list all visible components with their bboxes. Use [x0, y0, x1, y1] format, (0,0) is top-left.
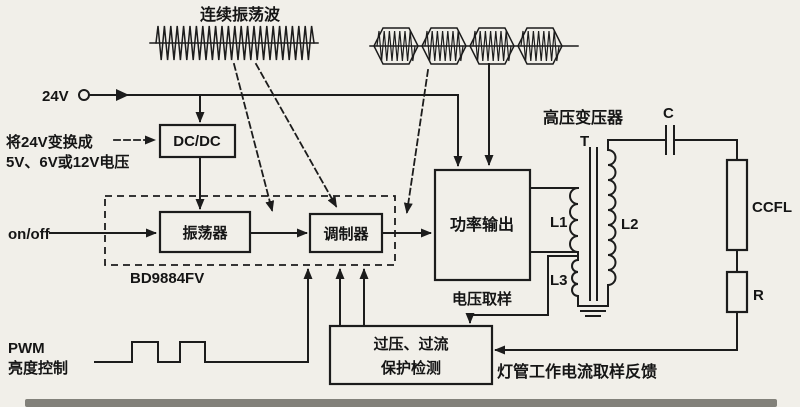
wire-secondary-top: [607, 139, 667, 151]
supply-terminal-icon: [78, 89, 90, 101]
core-t-label: T: [580, 133, 589, 150]
continuous-wave-label: 连续振荡波: [200, 5, 281, 24]
pwm-label: PWM: [8, 340, 45, 357]
modulated-wave-envelopes: [373, 27, 563, 65]
dcdc-block: [158, 123, 237, 159]
brightness-label: 亮度控制: [8, 359, 68, 377]
dashed-arrow-wave-to-modulator: [254, 62, 338, 208]
voltage-sample-label: 电压取样: [452, 290, 512, 308]
rail-arrow-icon: [116, 89, 129, 101]
l2-label: L2: [621, 216, 639, 233]
capacitor-plates-icon: [665, 125, 675, 155]
bd9884fv-chip-outline: [104, 195, 396, 266]
dashed-arrow-packets-to-power-wire: [403, 68, 430, 214]
protection-label-line1: 过压、过流: [373, 335, 448, 353]
convert-note-line2: 5V、6V或12V电压: [6, 153, 129, 171]
protection-block: [328, 324, 494, 386]
secondary-winding-l2: [606, 148, 617, 287]
current-feedback-label: 灯管工作电流取样反馈: [497, 362, 657, 381]
ccfl-lamp-symbol: [725, 158, 749, 252]
power-output-block: [433, 168, 532, 282]
wire-cap-to-lamp: [673, 139, 738, 161]
l3-label: L3: [550, 272, 568, 289]
wire-voltage-sample: [465, 255, 579, 324]
hv-transformer-label: 高压变压器: [543, 108, 624, 127]
oscillator-label: 振荡器: [182, 224, 228, 242]
chip-name-label: BD9884FV: [130, 270, 204, 287]
wire-24v-rail: [88, 94, 463, 167]
onoff-label: on/off: [8, 226, 51, 243]
modulator-label: 调制器: [323, 225, 369, 243]
scan-edge-artifact: [25, 399, 777, 407]
aux-winding-l3: [571, 258, 580, 298]
primary-winding-l1: [569, 186, 580, 254]
ground-icon: [577, 305, 609, 317]
continuous-oscillation-waveform: [155, 25, 315, 61]
oscillator-block: [158, 210, 252, 254]
capacitor-label: C: [663, 105, 674, 122]
supply-24v-label: 24V: [42, 88, 69, 105]
modulated-wave-fill: [376, 30, 560, 62]
sense-resistor-symbol: [725, 270, 749, 314]
protection-label-line2: 保护检测: [380, 359, 441, 377]
resistor-label: R: [753, 287, 764, 304]
ccfl-label: CCFL: [752, 199, 792, 216]
dcdc-label: DC/DC: [173, 133, 221, 150]
wire-current-feedback: [494, 311, 738, 355]
convert-note-line1: 将24V变换成: [6, 133, 93, 151]
l1-label: L1: [550, 214, 568, 231]
power-output-label: 功率输出: [450, 215, 514, 234]
dashed-arrow-wave-to-osc-wire: [232, 62, 275, 212]
modulator-block: [308, 212, 384, 254]
pwm-waveform-wire: [94, 268, 313, 363]
